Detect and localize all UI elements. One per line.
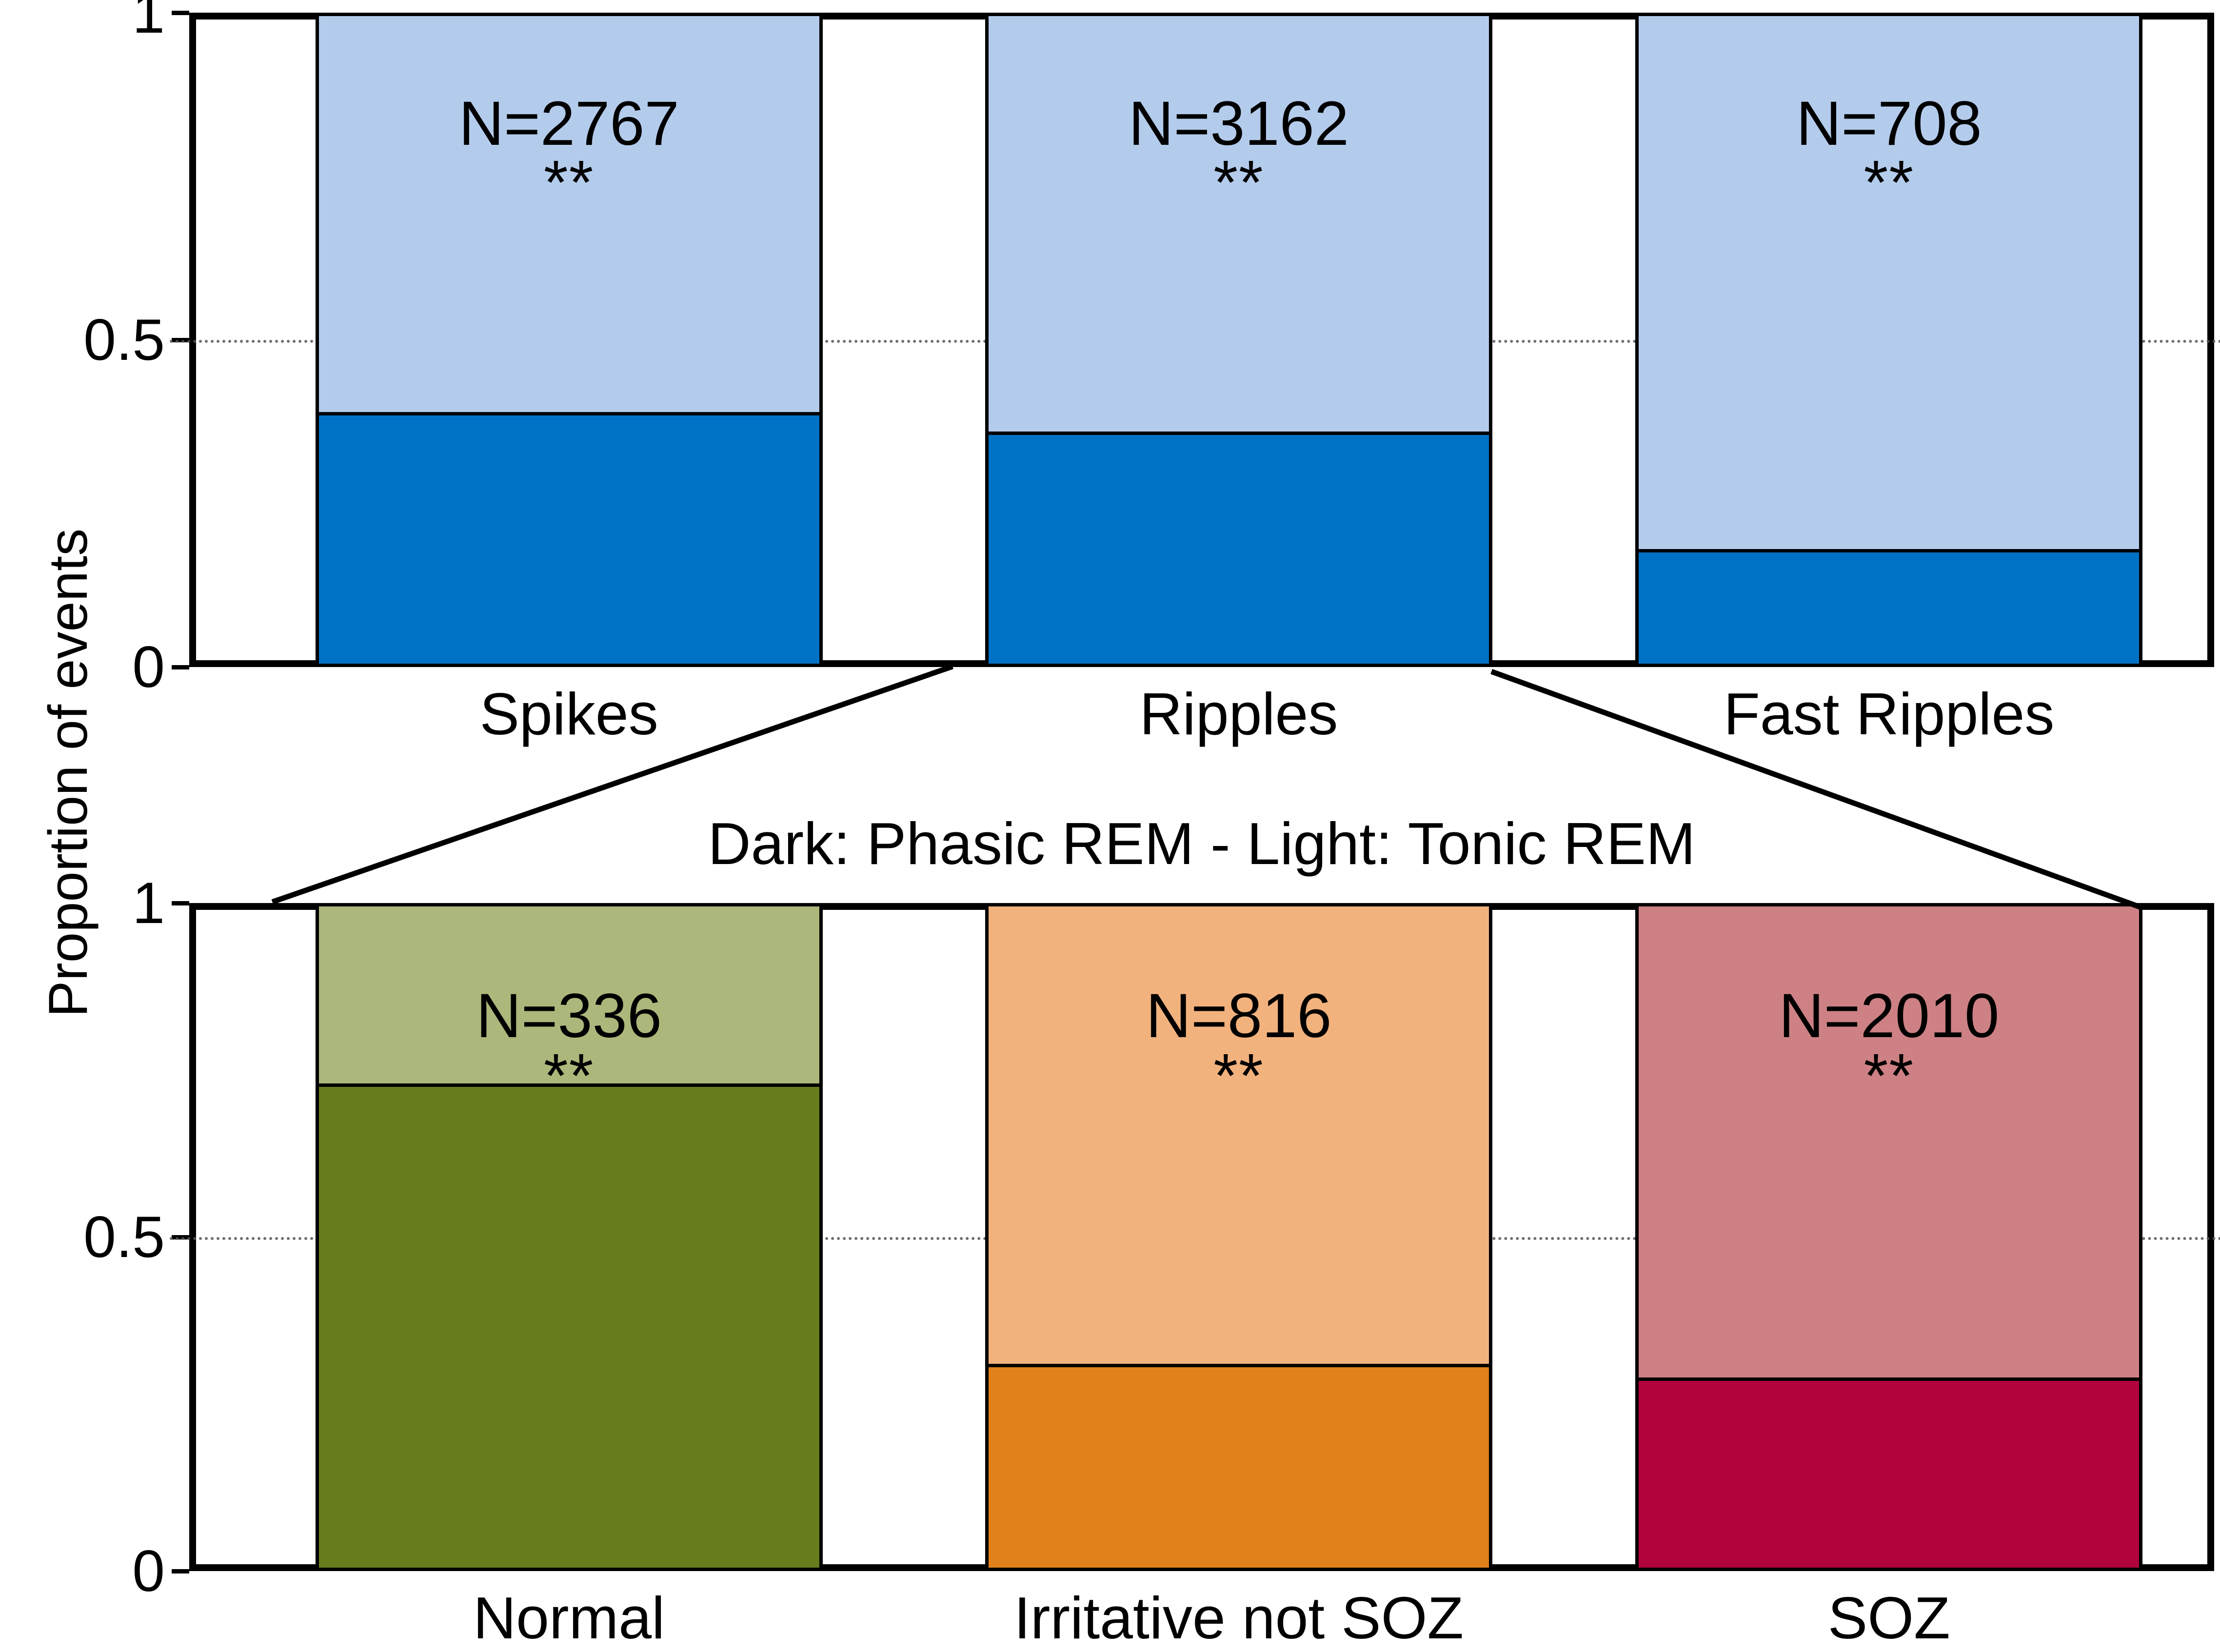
y-tick-label: 0.5 [83, 307, 165, 373]
y-tick-label: 1 [132, 870, 165, 936]
bar-segment-tonic-rem[interactable] [315, 13, 823, 412]
y-axis-label: Proportion of events [38, 528, 99, 1018]
x-category-label: Normal [473, 1585, 665, 1651]
y-tick-mark [172, 1569, 189, 1573]
bar-count-label: N=708 [1796, 89, 1982, 159]
significance-marker: ** [1213, 148, 1264, 218]
bar-segment-phasic-rem[interactable] [985, 431, 1492, 667]
stacked-bar[interactable]: N=3162** [985, 13, 1492, 667]
bar-segment-tonic-rem[interactable] [1635, 13, 2143, 550]
bar-segment-phasic-rem[interactable] [315, 1083, 823, 1571]
bar-segment-tonic-rem[interactable] [985, 13, 1492, 432]
x-category-label: Irritative not SOZ [1013, 1585, 1464, 1651]
stacked-bar[interactable]: N=708** [1635, 13, 2143, 667]
bar-segment-phasic-rem[interactable] [985, 1364, 1492, 1571]
bar-segment-phasic-rem[interactable] [1635, 1377, 2143, 1571]
significance-marker: ** [1863, 148, 1915, 218]
bar-count-label: N=2010 [1779, 981, 2000, 1051]
x-category-label: SOZ [1827, 1585, 1950, 1651]
bar-segment-phasic-rem[interactable] [315, 412, 823, 667]
stacked-bar[interactable]: N=2767** [315, 13, 823, 667]
significance-marker: ** [543, 1041, 595, 1111]
y-tick-label: 0 [132, 634, 165, 700]
y-tick-label: 0 [132, 1538, 165, 1604]
bar-segment-phasic-rem[interactable] [1635, 549, 2143, 667]
significance-marker: ** [1213, 1041, 1264, 1111]
significance-marker: ** [543, 148, 595, 218]
bar-count-label: N=3162 [1129, 89, 1349, 159]
y-tick-mark [172, 901, 189, 905]
bar-segment-tonic-rem[interactable] [1635, 903, 2143, 1377]
significance-marker: ** [1863, 1041, 1915, 1111]
x-category-label: Fast Ripples [1724, 681, 2055, 747]
y-tick-mark [172, 11, 189, 15]
legend-caption: Dark: Phasic REM - Light: Tonic REM [708, 810, 1696, 877]
bar-count-label: N=2767 [458, 89, 679, 159]
stacked-bar[interactable]: N=336** [315, 903, 823, 1571]
bar-count-label: N=816 [1146, 981, 1332, 1051]
x-category-label: Spikes [479, 681, 658, 747]
y-tick-label: 0.5 [83, 1204, 165, 1270]
bar-segment-tonic-rem[interactable] [985, 903, 1492, 1364]
bar-segment-tonic-rem[interactable] [315, 903, 823, 1083]
stacked-bar[interactable]: N=816** [985, 903, 1492, 1571]
x-category-label: Ripples [1139, 681, 1338, 747]
y-tick-label: 1 [132, 0, 165, 45]
bar-count-label: N=336 [476, 981, 662, 1051]
y-tick-mark [172, 665, 189, 669]
stacked-bar[interactable]: N=2010** [1635, 903, 2143, 1571]
